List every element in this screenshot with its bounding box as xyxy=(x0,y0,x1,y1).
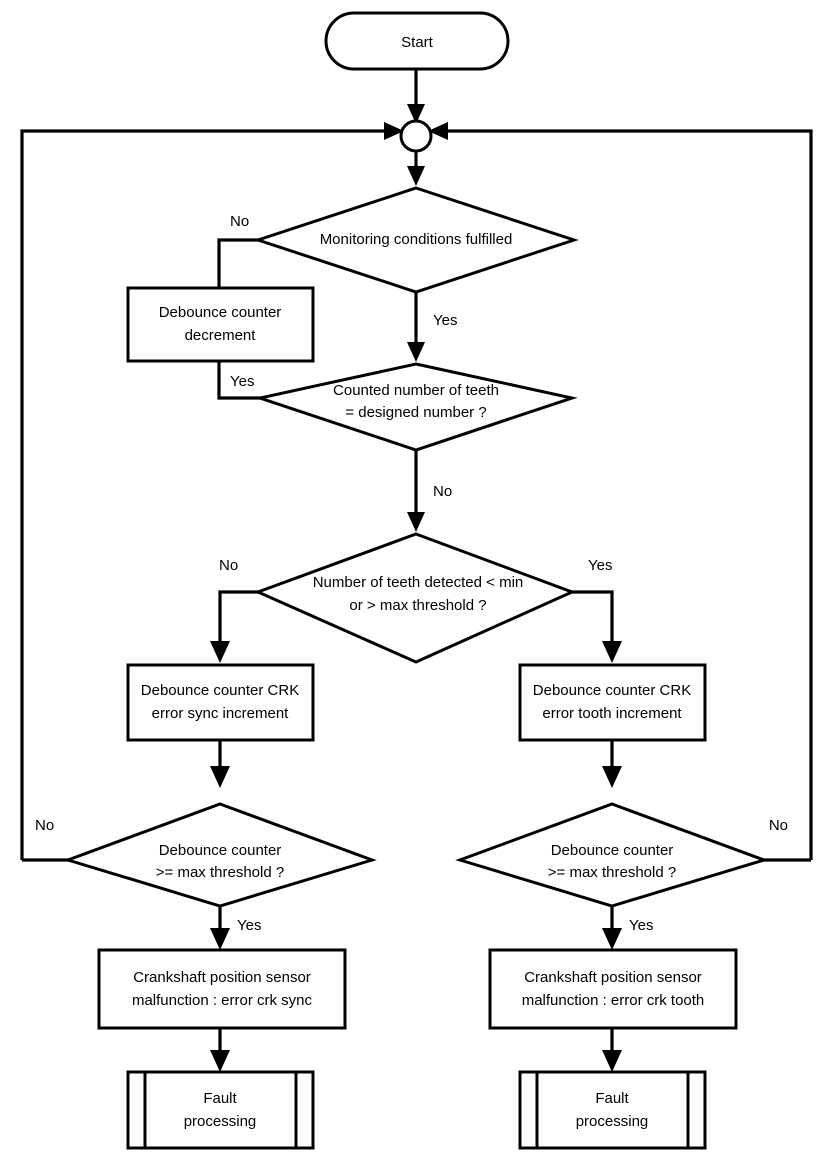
edge-label-counted-teeth-yes: Yes xyxy=(230,373,254,390)
node-junction[interactable] xyxy=(399,119,433,153)
node-predefined-fault-processing-right-line2: processing xyxy=(576,1113,649,1130)
node-process-debounce-decrement-line2: decrement xyxy=(185,327,257,344)
edge-label-counted-teeth-no: No xyxy=(433,483,452,500)
node-decision-monitoring-label: Monitoring conditions fulfilled xyxy=(320,231,513,248)
edge-label-debounce-left-yes: Yes xyxy=(237,917,261,934)
node-decision-monitoring[interactable]: Monitoring conditions fulfilled xyxy=(253,186,579,294)
edge-malfunction-tooth-to-fault xyxy=(602,1028,622,1072)
node-process-malfunction-tooth-line1: Crankshaft position sensor xyxy=(524,969,702,986)
edge-debounce-right-yes xyxy=(602,906,622,950)
node-predefined-fault-processing-left-line1: Fault xyxy=(203,1090,237,1107)
node-start[interactable]: Start xyxy=(324,11,510,71)
edge-malfunction-sync-to-fault xyxy=(210,1028,230,1072)
node-process-malfunction-sync[interactable]: Crankshaft position sensor malfunction :… xyxy=(97,948,347,1030)
edge-sync-to-debounce-left xyxy=(210,740,230,788)
node-process-crk-sync-increment-line2: error sync increment xyxy=(152,705,290,722)
edge-right-rail-to-junction xyxy=(428,122,813,860)
node-process-malfunction-sync-line2: malfunction : error crk sync xyxy=(132,992,313,1009)
node-decision-debounce-max-right-line2: >= max threshold ? xyxy=(548,864,676,881)
node-predefined-fault-processing-right-line1: Fault xyxy=(595,1090,629,1107)
node-decision-teeth-threshold-line2: or > max threshold ? xyxy=(349,597,486,614)
node-decision-debounce-max-left-line1: Debounce counter xyxy=(159,842,282,859)
edge-label-debounce-right-yes: Yes xyxy=(629,917,653,934)
node-process-crk-sync-increment[interactable]: Debounce counter CRK error sync incremen… xyxy=(126,663,315,742)
edge-threshold-yes xyxy=(570,590,622,663)
edge-debounce-left-yes xyxy=(210,906,230,950)
edge-label-monitoring-yes: Yes xyxy=(433,312,457,329)
node-decision-counted-teeth-line2: = designed number ? xyxy=(345,404,486,421)
node-process-crk-tooth-increment-line1: Debounce counter CRK xyxy=(533,682,691,699)
node-start-label: Start xyxy=(401,34,434,51)
node-process-malfunction-sync-line1: Crankshaft position sensor xyxy=(133,969,311,986)
node-decision-counted-teeth-line1: Counted number of teeth xyxy=(333,382,499,399)
node-process-debounce-decrement-line1: Debounce counter xyxy=(159,304,282,321)
node-decision-debounce-max-left[interactable]: Debounce counter >= max threshold ? xyxy=(63,802,377,908)
node-decision-debounce-max-right-line1: Debounce counter xyxy=(551,842,674,859)
node-decision-teeth-threshold[interactable]: Number of teeth detected < min or > max … xyxy=(254,532,576,664)
node-process-debounce-decrement[interactable]: Debounce counter decrement xyxy=(126,286,315,363)
node-decision-debounce-max-right[interactable]: Debounce counter >= max threshold ? xyxy=(455,802,769,908)
node-process-crk-tooth-increment[interactable]: Debounce counter CRK error tooth increme… xyxy=(518,663,707,742)
edge-junction-to-monitoring xyxy=(407,150,425,186)
node-predefined-fault-processing-left-line2: processing xyxy=(184,1113,257,1130)
node-predefined-fault-processing-left[interactable]: Fault processing xyxy=(126,1070,315,1150)
edge-label-debounce-left-no: No xyxy=(35,817,54,834)
edge-counted-teeth-no xyxy=(407,450,425,532)
edge-threshold-no xyxy=(210,590,264,663)
node-process-crk-tooth-increment-line2: error tooth increment xyxy=(542,705,682,722)
node-predefined-fault-processing-right[interactable]: Fault processing xyxy=(518,1070,707,1150)
node-decision-debounce-max-left-line2: >= max threshold ? xyxy=(156,864,284,881)
edge-monitoring-yes xyxy=(407,292,425,362)
node-decision-counted-teeth[interactable]: Counted number of teeth = designed numbe… xyxy=(254,362,578,452)
edge-tooth-to-debounce-right xyxy=(602,740,622,788)
edge-label-monitoring-no: No xyxy=(230,213,249,230)
edge-label-threshold-yes: Yes xyxy=(588,557,612,574)
edge-label-debounce-right-no: No xyxy=(769,817,788,834)
node-process-malfunction-tooth[interactable]: Crankshaft position sensor malfunction :… xyxy=(488,948,738,1030)
edge-left-rail-to-junction xyxy=(20,122,404,860)
node-decision-teeth-threshold-line1: Number of teeth detected < min xyxy=(313,574,524,591)
node-process-malfunction-tooth-line2: malfunction : error crk tooth xyxy=(522,992,705,1009)
edge-start-to-junction xyxy=(407,68,425,124)
node-process-crk-sync-increment-line1: Debounce counter CRK xyxy=(141,682,299,699)
edge-label-threshold-no: No xyxy=(219,557,238,574)
